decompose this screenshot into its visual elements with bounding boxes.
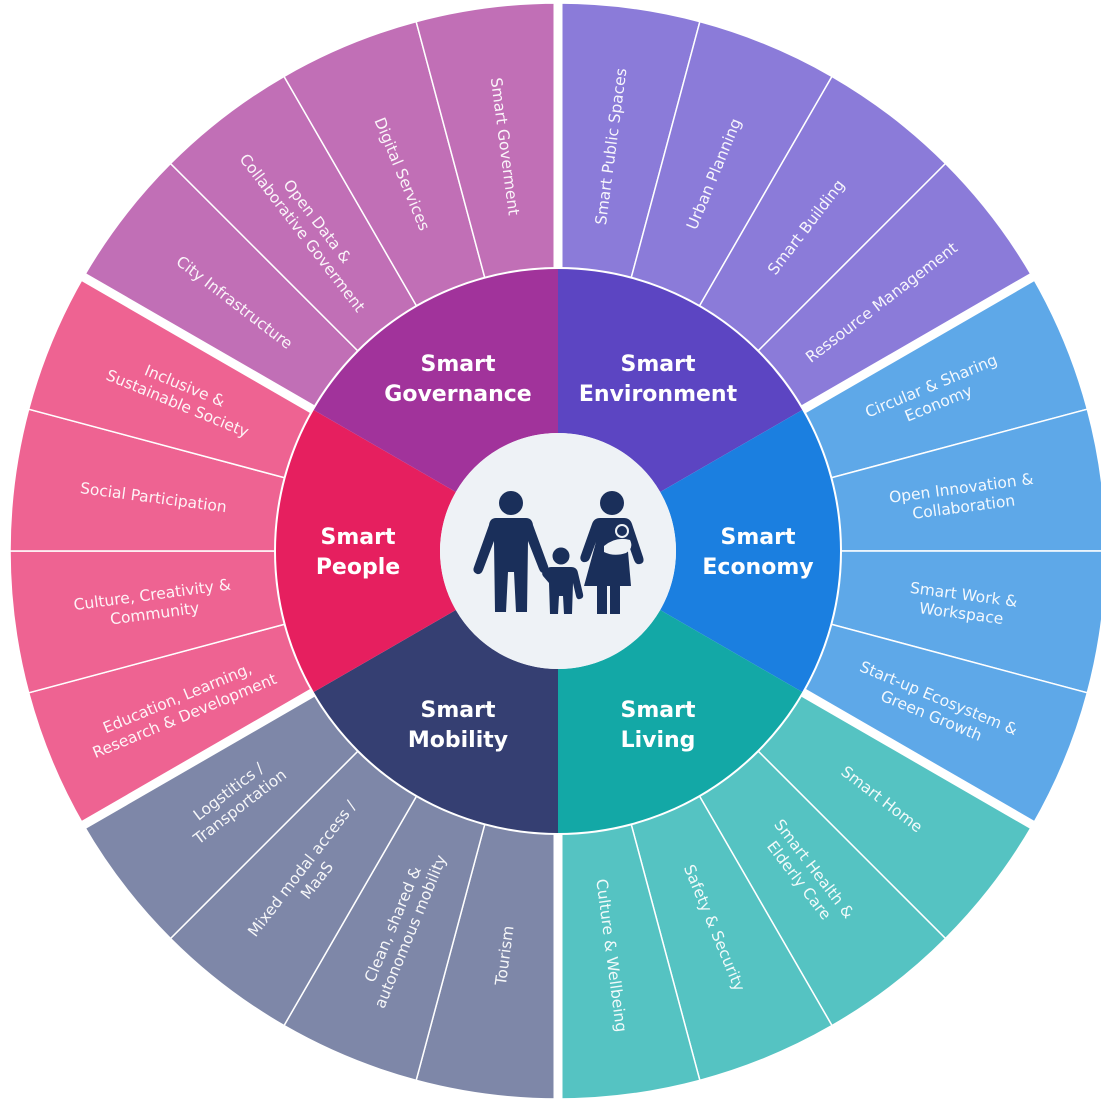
category-label-line: People — [316, 555, 400, 580]
category-shape — [660, 410, 840, 692]
category-label-line: Smart — [621, 352, 696, 377]
category-label-line: Smart — [721, 525, 796, 550]
segment-logstitics-transportation: Logstitics /Transportation — [82, 690, 360, 940]
category-divider — [75, 270, 317, 414]
segment-inclusive-and-sustainable-society: Inclusive &Sustainable Society — [27, 275, 315, 479]
ring-separators — [75, 0, 1041, 1102]
category-label-line: Smart — [421, 352, 496, 377]
category-label-line: Smart — [421, 698, 496, 723]
category-divider — [799, 688, 1041, 832]
category-divider — [75, 688, 317, 832]
category-label-line: Smart — [321, 525, 396, 550]
category-divider — [799, 270, 1041, 414]
category-shape — [558, 610, 803, 833]
category-label-line: Living — [621, 728, 696, 753]
segment-smart-public-spaces: Smart Public Spaces — [557, 2, 701, 280]
category-shape — [313, 610, 558, 833]
segment-culture-and-wellbeing: Culture & Wellbeing — [557, 822, 701, 1100]
category-shape — [558, 269, 803, 492]
category-shape — [275, 410, 456, 692]
category-label-line: Smart — [621, 698, 696, 723]
segment-urban-planning: Urban Planning — [630, 20, 834, 308]
category-label-line: Mobility — [408, 728, 508, 753]
segment-open-innovation-and-collaboration: Open Innovation &Collaboration — [829, 408, 1101, 552]
segment-culture-creativity-and-community: Culture, Creativity &Community — [9, 550, 287, 694]
category-shape — [313, 269, 558, 492]
category-label-line: Environment — [579, 382, 738, 407]
family-icon — [473, 491, 644, 614]
center-hub — [440, 433, 676, 669]
segment-smart-home: Smart Home — [756, 690, 1034, 940]
segment-social-participation: Social Participation — [9, 408, 287, 552]
category-label-line: Governance — [384, 382, 531, 407]
category-label-line: Economy — [702, 555, 813, 580]
segment-smart-goverment: Smart Goverment — [415, 2, 559, 280]
segment-clean-shared-and-autonomous-mobility: Clean, shared &autonomous mobility — [282, 794, 486, 1082]
